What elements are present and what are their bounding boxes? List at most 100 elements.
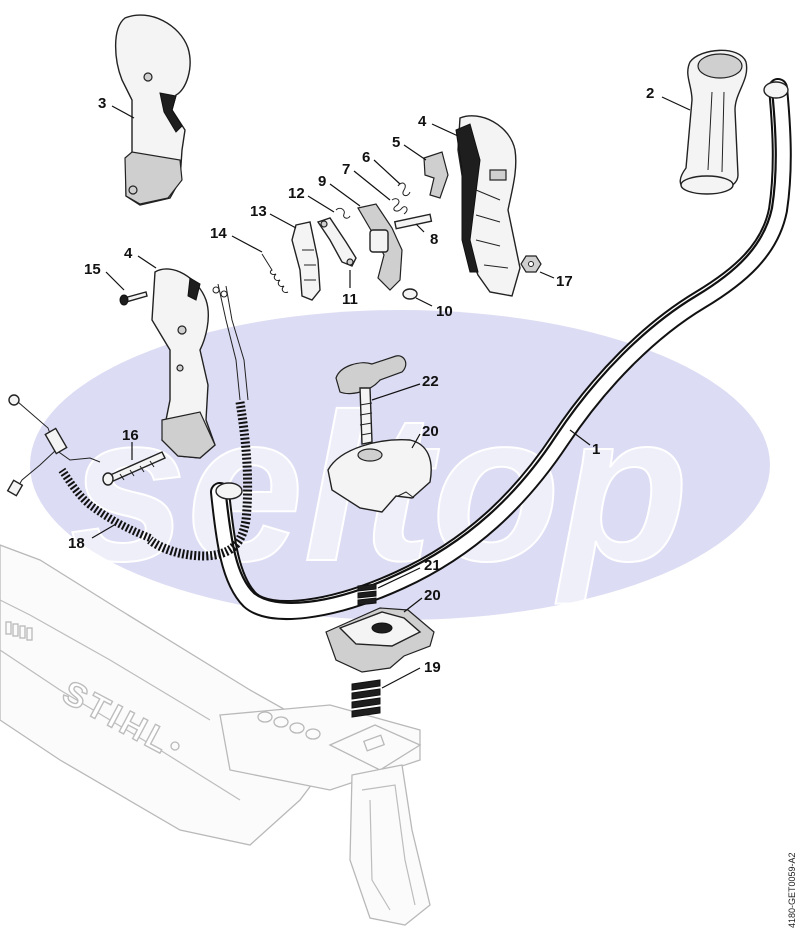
part-3-control-handle (114, 14, 191, 206)
clamp-upper-body (327, 439, 432, 513)
shell-4-ribs (475, 189, 509, 269)
leader-lines (91, 96, 691, 689)
wire-clip (44, 427, 68, 455)
callout-3: 3 (98, 95, 106, 112)
leader-20b (403, 597, 423, 613)
spring-6-coil (397, 182, 411, 197)
leader-6 (373, 159, 401, 185)
part-1-handle-bar (210, 78, 792, 621)
callout-4-lower: 4 (124, 245, 133, 262)
leader-4b (137, 255, 157, 269)
leader-4a (431, 123, 459, 137)
screw-16-head (102, 472, 114, 486)
grip-end-cap (697, 53, 743, 79)
part-11-lever (316, 217, 357, 267)
leader-10 (415, 297, 433, 307)
registered-mark (170, 741, 180, 751)
bar-center-line (224, 89, 777, 604)
callout-21: 21 (424, 557, 441, 574)
part-4-shell-upper (455, 115, 521, 297)
lever-13 (291, 221, 321, 301)
mount-column (349, 764, 431, 926)
part-20-clamp-upper (327, 439, 432, 513)
mount-slot (362, 734, 386, 752)
wire-terminal (8, 394, 20, 406)
engine-housing-ghost: STIHL (0, 544, 421, 846)
connector-ribs (5, 621, 33, 641)
pin-8 (393, 213, 433, 230)
callout-16: 16 (122, 427, 139, 444)
leader-19 (381, 667, 421, 689)
wing-screw-shank (359, 387, 373, 445)
cable-sheath (147, 401, 253, 561)
part-4-shell-lower (151, 268, 216, 459)
part-13-lockout-lever (291, 221, 321, 301)
leader-21 (377, 567, 421, 589)
leader-22 (371, 383, 421, 401)
shell-4-edge (455, 123, 481, 273)
bar-end-left (215, 482, 243, 500)
housing-edge-2 (0, 649, 241, 801)
callout-11: 11 (342, 291, 358, 308)
shell-4-boss (489, 169, 507, 181)
callout-1: 1 (592, 441, 600, 458)
spring-21-coils (357, 583, 377, 606)
lever-13-ribs (302, 249, 316, 281)
part-22-wing-screw (335, 355, 407, 445)
lever-11 (316, 217, 357, 267)
wing-knob (335, 355, 407, 395)
callout-19: 19 (424, 659, 441, 676)
handle-3-trigger (159, 92, 183, 133)
part-20-clamp-lower (325, 607, 435, 673)
callout-9: 9 (318, 173, 326, 190)
part-19-spring (351, 679, 381, 718)
throttle-cable (58, 283, 253, 561)
callout-2: 2 (646, 85, 654, 102)
leader-9 (329, 183, 361, 207)
mount-rib (361, 784, 416, 906)
drawing-code: 4180-GET0059-A2 (787, 852, 797, 928)
handle-3-base (124, 151, 183, 205)
wire-path (17, 401, 101, 463)
clip-12 (335, 207, 351, 219)
wire-connector (6, 479, 24, 497)
screw-15-head (119, 294, 129, 306)
grip-ribs (707, 91, 725, 173)
leader-18 (91, 523, 117, 539)
part-5-switch (423, 151, 449, 199)
handle-3-screw-hole (143, 72, 153, 82)
leader-13 (269, 213, 297, 229)
callout-18: 18 (68, 535, 85, 552)
callout-12: 12 (288, 185, 305, 202)
clamp-upper-hole (357, 448, 383, 462)
cable-wire-a (217, 283, 241, 401)
switch-body (423, 151, 449, 199)
callout-20-upper: 20 (422, 423, 439, 440)
spring-19-coils (351, 679, 381, 718)
trigger-block (369, 229, 389, 253)
clamp-upper-notch (397, 491, 415, 499)
part-6-spring (397, 182, 411, 197)
mount-rib-2 (369, 799, 391, 911)
callout-8: 8 (430, 231, 438, 248)
cable-wire-b (225, 285, 249, 401)
bar-fill (212, 80, 790, 619)
spring-7-coil (391, 198, 408, 215)
part-17-nut (520, 255, 542, 273)
part-8-pin (393, 213, 433, 230)
part-12-clip (335, 207, 351, 219)
part-21-spring (357, 583, 377, 606)
shell-4b-latch (187, 277, 201, 301)
leader-2 (661, 96, 691, 111)
handle-mount-post (328, 724, 431, 926)
callout-5: 5 (392, 134, 400, 151)
vent-slots (257, 711, 321, 740)
part-16-long-screw (102, 451, 166, 486)
leader-7 (353, 170, 391, 201)
leader-1 (569, 429, 591, 446)
part-14-torsion-spring (261, 253, 289, 293)
cable-sheath-lower (58, 467, 152, 542)
part-10-ring (402, 288, 418, 300)
